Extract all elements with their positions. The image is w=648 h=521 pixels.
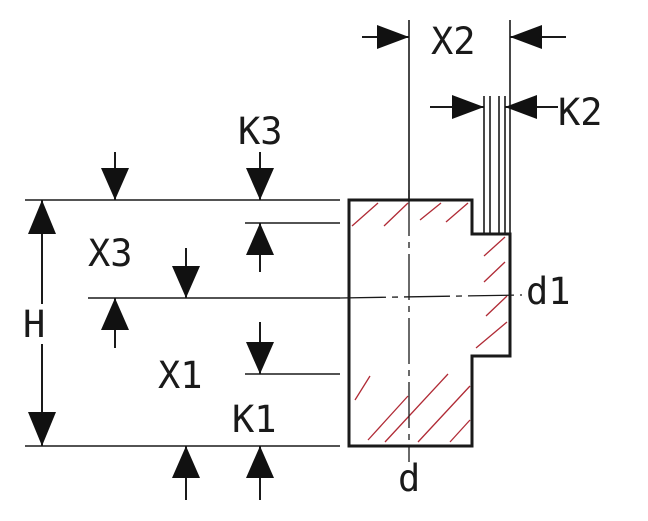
k2-left-arrowhead (452, 95, 484, 119)
x3-mid-arrowhead (172, 266, 200, 298)
k1-label: K1 (232, 398, 277, 441)
d-label: d (398, 457, 420, 500)
h-label: H (23, 303, 45, 346)
k3-bottom-arrowhead (246, 223, 274, 255)
h-bottom-arrowhead (28, 412, 56, 446)
branch-axis-centerline (339, 294, 523, 299)
k3-top-arrowhead (246, 168, 274, 200)
x2-label: X2 (431, 20, 476, 63)
section-hatching (351, 202, 508, 443)
k1-left-arrowhead (172, 446, 200, 478)
k3-label: K3 (238, 110, 283, 153)
x3-bottom-arrowhead (101, 298, 129, 330)
k1-right-arrowhead (246, 446, 274, 478)
k2-right-arrowhead (505, 95, 537, 119)
x1-arrowhead (246, 342, 274, 374)
h-label-backing (22, 304, 62, 344)
k2-label: K2 (558, 91, 603, 134)
x2-right-arrowhead (510, 25, 542, 49)
x3-top-arrowhead (101, 168, 129, 200)
d1-label: d1 (526, 270, 571, 313)
fitting-outline (347, 198, 512, 448)
x2-left-arrowhead (377, 25, 409, 49)
x1-label: X1 (158, 354, 203, 397)
h-top-arrowhead (28, 200, 56, 234)
fitting-section (347, 96, 512, 448)
x3-label: X3 (88, 232, 133, 275)
